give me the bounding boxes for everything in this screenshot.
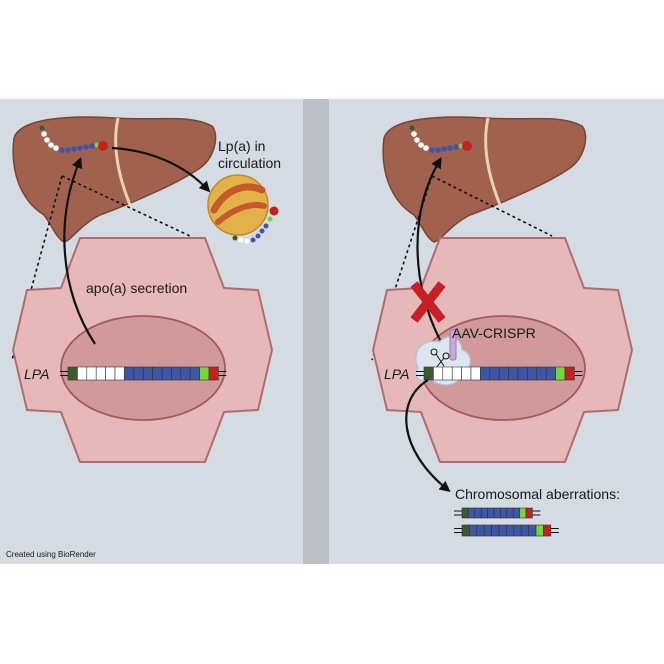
gene-segment-light-green: [199, 366, 210, 381]
gene-strand-ends: [416, 371, 583, 376]
gene-segment-blue: [476, 524, 485, 537]
gene-segment-white: [95, 366, 106, 381]
gene-strand-ends: [454, 528, 559, 533]
gene-segment-white: [470, 366, 481, 381]
blocked-secretion-arrow: [416, 157, 442, 341]
inhibition-x-icon: [410, 281, 446, 323]
gene-segment-white: [114, 366, 125, 381]
gene-segment-red: [564, 366, 575, 381]
circulation-arrow: [111, 146, 211, 193]
gene-segment-white: [77, 366, 88, 381]
gene-segment-red: [525, 507, 533, 519]
gene-segment-blue: [512, 507, 520, 519]
gene-segment-dark-green: [461, 507, 469, 519]
gene-segment-blue: [527, 366, 538, 381]
gene-segment-blue: [189, 366, 200, 381]
biorender-credit: Created using BioRender: [6, 550, 96, 559]
gene-strand-ends: [454, 510, 541, 516]
lpa-circulation-label-line2: circulation: [218, 155, 281, 171]
aberrant-chromosome-1: [454, 507, 541, 519]
gene-segment-blue: [500, 507, 508, 519]
panel-divider: [303, 99, 329, 564]
gene-segment-blue: [513, 524, 522, 537]
gene-segment-white: [442, 366, 453, 381]
gene-segment-white: [105, 366, 116, 381]
secretion-arrow: [63, 156, 96, 345]
gene-segment-light-green: [519, 507, 527, 519]
lpa-circulation-label-line1: Lp(a) in: [218, 138, 265, 154]
gene-segment-white: [86, 366, 97, 381]
gene-segment-blue: [536, 366, 547, 381]
gene-segment-blue: [491, 524, 500, 537]
gene-segment-blue: [142, 366, 153, 381]
gene-segment-blue: [480, 507, 488, 519]
gene-segment-dark-green: [423, 366, 434, 381]
gene-segment-blue: [498, 524, 507, 537]
right-apoa-chain: [409, 125, 472, 153]
lpa-gene-label-left: LPA: [24, 366, 49, 382]
gene-segment-blue: [124, 366, 135, 381]
gene-segment-blue: [133, 366, 144, 381]
aav-crispr-label: AAV-CRISPR: [452, 325, 536, 341]
gene-segment-blue: [506, 524, 515, 537]
gene-segment-blue: [171, 366, 182, 381]
gene-segment-blue: [180, 366, 191, 381]
lpa-gene-label-right: LPA: [384, 366, 409, 382]
gene-segment-blue: [480, 366, 491, 381]
gene-segment-blue: [468, 507, 476, 519]
gene-segment-blue: [498, 366, 509, 381]
right-lpa-gene: [416, 366, 583, 381]
gene-segment-blue: [489, 366, 500, 381]
gene-segment-blue: [545, 366, 556, 381]
gene-segment-blue: [483, 524, 492, 537]
gene-segment-blue: [469, 524, 478, 537]
gene-segment-blue: [517, 366, 528, 381]
gene-segment-blue: [474, 507, 482, 519]
gene-segment-dark-green: [67, 366, 78, 381]
gene-segment-red: [543, 524, 552, 537]
gene-segment-white: [433, 366, 444, 381]
aberration-arrow: [405, 379, 451, 493]
gene-segment-blue: [152, 366, 163, 381]
gene-segment-blue: [493, 507, 501, 519]
gene-segment-blue: [161, 366, 172, 381]
secretion-label: apo(a) secretion: [86, 280, 187, 296]
gene-segment-white: [451, 366, 462, 381]
gene-segment-red: [208, 366, 219, 381]
left-apoa-chain: [39, 125, 108, 153]
gene-segment-blue: [528, 524, 537, 537]
gene-segment-blue: [508, 366, 519, 381]
gene-strand-ends: [60, 371, 227, 376]
left-lpa-gene: [60, 366, 227, 381]
lpa-particle: [207, 174, 279, 244]
aberrations-label: Chromosomal aberrations:: [455, 486, 620, 502]
aberrant-chromosome-2: [454, 524, 559, 537]
gene-segment-blue: [520, 524, 529, 537]
gene-segment-blue: [487, 507, 495, 519]
gene-segment-white: [461, 366, 472, 381]
gene-segment-blue: [506, 507, 514, 519]
gene-segment-light-green: [535, 524, 544, 537]
gene-segment-dark-green: [461, 524, 470, 537]
right-zoom-line-2: [431, 175, 553, 237]
gene-segment-light-green: [555, 366, 566, 381]
